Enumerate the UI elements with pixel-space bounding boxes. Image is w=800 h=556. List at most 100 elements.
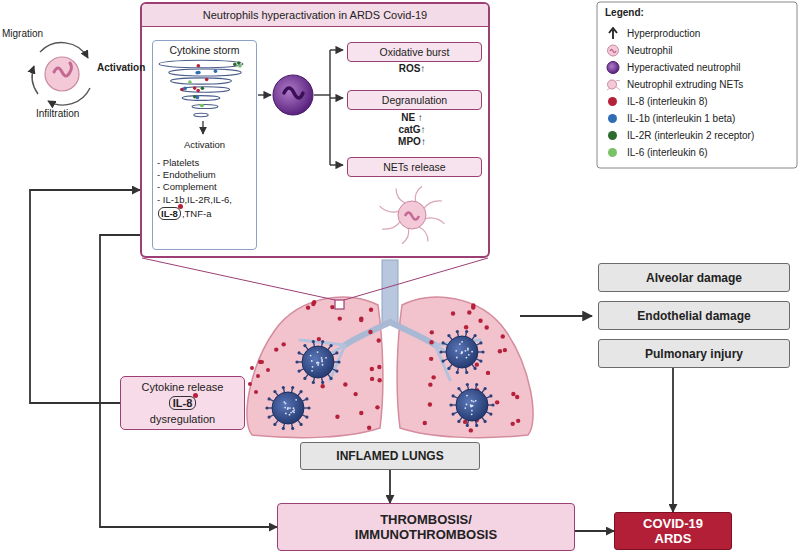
sars-cov-2-virus [316,362,318,364]
sars-cov-2-virus [265,386,310,430]
il8-particles [377,365,381,369]
sars-cov-2-virus [265,330,494,430]
zoom-lines [142,258,335,300]
legend-icon [610,50,616,53]
cytokine-storm-box: Cytokine stormActivation- Platelets- End… [152,40,257,250]
legend-icon [604,27,622,40]
outcome-box: Pulmonary injury [598,339,790,368]
sars-cov-2-virus [456,389,488,421]
node-text: Degranulation [382,94,447,106]
legend-frame [597,2,797,168]
lungs [397,297,533,438]
legend-icon [609,28,617,39]
node-text: Pulmonary injury [645,347,743,361]
il8-particles [368,330,372,334]
sars-cov-2-virus [457,420,460,423]
il8-particles [478,319,482,323]
damage-arrow [520,315,592,317]
il8-particles [320,384,324,388]
sars-cov-2-virus [297,351,300,354]
process-box: Oxidative burst [347,42,482,62]
activation-cycle [40,43,88,58]
legend-row: Neutrophil extruding NETs [604,78,743,91]
il8-particles [359,318,363,322]
sars-cov-2-virus [295,360,298,363]
node-text: Oxidative burst [379,46,449,58]
net-neutrophil [398,201,426,229]
legend-text: IL-1b (interleukin 1 beta) [627,113,735,124]
lungs [397,297,533,438]
node-text: INFLAMED LUNGS [336,449,443,463]
il8-particles [464,325,468,329]
sars-cov-2-virus [321,359,323,361]
node-text: Activation [157,139,252,151]
il8-particles [248,382,252,386]
cytokine-swirl [200,104,204,108]
sars-cov-2-virus [293,407,295,409]
cytokine-swirl [180,87,229,93]
node-text: dysregulation [125,413,240,425]
legend-swatch [604,95,622,108]
node-text: Cytokine storm [157,44,252,57]
connector-arrow [100,235,277,527]
process-box: Degranulation [347,90,482,110]
il8-particles [510,422,514,426]
legend-icon [607,62,619,74]
node-text: - Platelets [157,157,252,169]
sars-cov-2-virus [317,364,319,366]
il8-particles [274,347,278,351]
il8-particles [423,421,427,425]
outcome-bracket [330,49,343,50]
node-text: Endothelial damage [637,309,750,323]
cytokine-swirl [201,86,205,90]
il8-particles [451,311,455,315]
legend-swatch [608,97,617,106]
sars-cov-2-virus [456,371,459,374]
sars-cov-2-virus [321,361,323,363]
sars-cov-2-virus [471,400,473,402]
sars-cov-2-virus [466,404,468,406]
lungs [300,322,480,380]
sars-cov-2-virus [461,352,463,354]
legend-text: Neutrophil extruding NETs [627,79,743,90]
sars-cov-2-virus [321,340,324,343]
sars-cov-2-virus [479,360,482,363]
sars-cov-2-virus [335,351,338,354]
node-text: NETs release [383,161,445,173]
il8-particles [367,426,371,430]
legend-swatch [608,148,617,157]
cytokine-swirl [233,63,237,67]
cytokine-swirl [188,80,192,84]
legend-swatch [604,61,622,74]
sars-cov-2-virus [471,413,473,415]
legend-icon [604,78,622,91]
sars-cov-2-virus [447,367,450,370]
sars-cov-2-virus [295,340,340,384]
activation-arrow [202,121,203,134]
zoom-lines [335,300,344,309]
legend-row: Hyperproduction [604,27,700,40]
panel-box: Neutrophils hyperactivation in ARDS Covi… [140,2,490,258]
outcome-box: Endothelial damage [598,301,790,330]
sars-cov-2-virus [322,364,324,366]
legend-swatch [604,78,622,91]
zoom-lines [344,258,488,300]
net-neutrophil [396,188,406,203]
outcome-bracket [330,164,343,165]
il8-particles [495,400,499,404]
il8-particles [260,360,264,364]
sars-cov-2-virus [325,357,327,359]
il8-particles [484,325,488,329]
activation-cycle [45,57,79,91]
il8-particles [428,382,432,386]
il8-particles [475,362,479,366]
sars-cov-2-virus [283,401,285,403]
process-box: NETs release [347,157,482,177]
sars-cov-2-virus [483,387,486,390]
node-text: IL-8 [158,207,181,220]
lungs [345,322,435,345]
net-neutrophil [382,221,401,229]
il8-particles [511,392,515,396]
il8-particles [375,405,379,409]
